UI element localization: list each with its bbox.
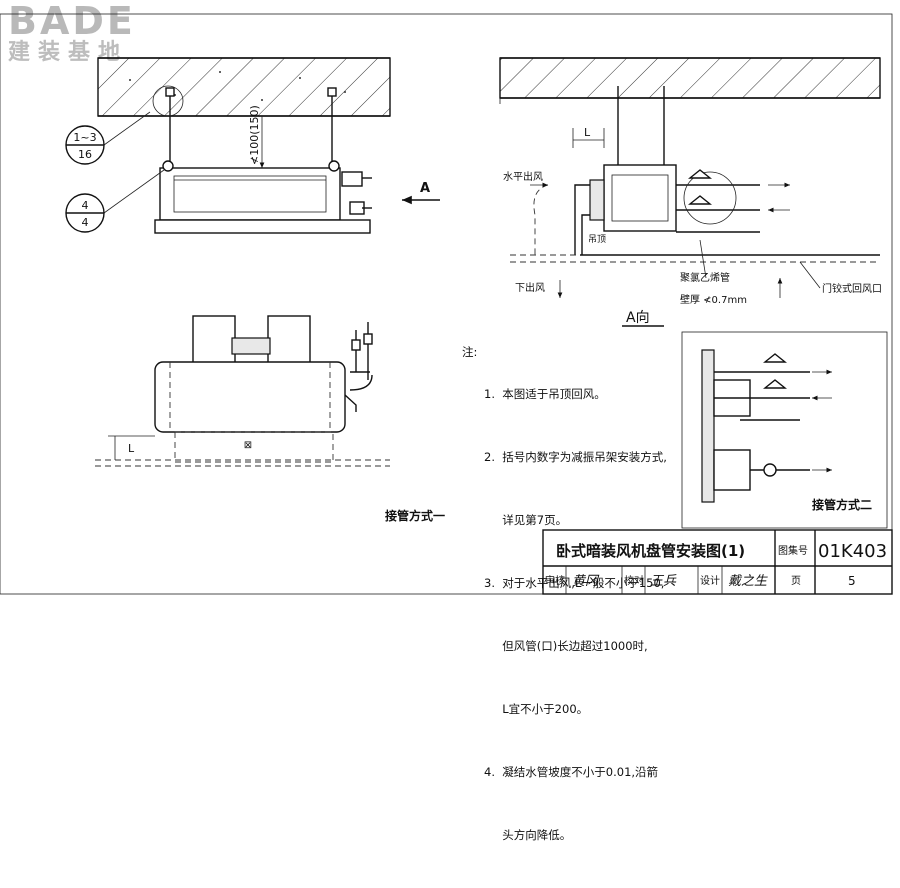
hanger-height-dimension: ≮100(150) — [248, 105, 261, 165]
note-line-8: 头方向降低。 — [484, 828, 572, 842]
wall-thickness-label: 壁厚 ≮0.7mm — [680, 293, 747, 306]
view-a-drawing: L 水平出风 下出风 吊顶 聚氯乙烯管 壁厚 ≮0.7mm 门铰式回风口 A向 — [499, 57, 882, 327]
hanger-label: 吊顶 — [588, 234, 606, 245]
atlas-label: 图集号 — [778, 544, 808, 557]
fan-coil-unit-body — [159, 167, 341, 221]
marker-bottom-denominator: 4 — [82, 216, 89, 229]
bade-logo: BADE 建装基地 — [8, 2, 136, 66]
valve-lower — [349, 201, 365, 215]
ceiling-board-left — [154, 219, 371, 234]
method-one-caption: 接管方式一 — [385, 508, 445, 523]
l-dimension-top: L — [584, 126, 591, 139]
check-label: 校对 — [624, 574, 644, 587]
design-signature: 戴之生 — [728, 574, 768, 589]
review-signature: 黄冈 — [572, 574, 600, 589]
note-line-5: 但风管(口)长边超过1000时, — [484, 639, 648, 653]
page-label: 页 — [791, 575, 801, 587]
unit-plan-body — [154, 361, 346, 433]
view-arrow-a: A — [402, 181, 440, 205]
check-signature: 王兵 — [650, 574, 677, 589]
return-grille-label: 门铰式回风口 — [822, 282, 882, 295]
insulation-label: 聚氯乙烯管 — [680, 271, 730, 284]
note-line-1: 1. 本图适于吊顶回风。 — [484, 387, 606, 401]
drawing-title: 卧式暗装风机盘管安装图(1) — [556, 542, 745, 560]
l-dimension-bottom: L — [128, 442, 135, 455]
review-label: 审核 — [545, 574, 565, 587]
detail-markers: 1~3 16 4 4 — [65, 111, 165, 233]
plan-view-method-one: ⊠ L — [95, 315, 390, 467]
title-block: 卧式暗装风机盘管安装图(1) 图集号 01K403 审核 黄冈 校对 王兵 设计… — [542, 529, 893, 595]
page-number: 5 — [848, 574, 856, 588]
marker-bottom-numerator: 4 — [82, 199, 89, 212]
method-two-frame — [681, 331, 888, 529]
bottom-outlet-label: 下出风 — [515, 281, 545, 294]
detail-circle — [152, 85, 184, 117]
svg-text:⊠: ⊠ — [244, 440, 252, 451]
marker-top-denominator: 16 — [78, 148, 92, 161]
arrow-a-label: A — [420, 181, 430, 196]
sheet-frame — [0, 13, 893, 595]
method-two-drawing — [681, 331, 888, 529]
side-elevation: ≮100(150) — [97, 57, 391, 234]
note-line-2: 2. 括号内数字为减振吊架安装方式, — [484, 450, 667, 464]
valve-upper — [341, 171, 363, 187]
view-a-title: A向 — [626, 310, 650, 326]
note-line-3: 详见第7页。 — [484, 513, 568, 527]
horizontal-outlet-label: 水平出风 — [503, 170, 543, 183]
marker-top-numerator: 1~3 — [73, 131, 96, 144]
ceiling-slab-right — [499, 57, 881, 99]
unit-side-view — [603, 164, 677, 232]
note-line-7: 4. 凝结水管坡度不小于0.01,沿箭 — [484, 765, 659, 779]
note-line-6: L宜不小于200。 — [484, 702, 589, 716]
drawing-canvas: ≮100(150) 1~3 16 4 4 A — [0, 13, 893, 595]
notes-label: 注: — [462, 345, 478, 359]
method-two-caption: 接管方式二 — [812, 497, 872, 512]
atlas-number: 01K403 — [818, 541, 887, 562]
design-label: 设计 — [700, 574, 720, 587]
pipe-bend — [683, 171, 737, 225]
ceiling-slab-left — [97, 57, 391, 117]
note-line-4: 3. 对于水平出风,L一般不小于150, — [484, 576, 665, 590]
logo-brand: BADE — [8, 0, 136, 43]
